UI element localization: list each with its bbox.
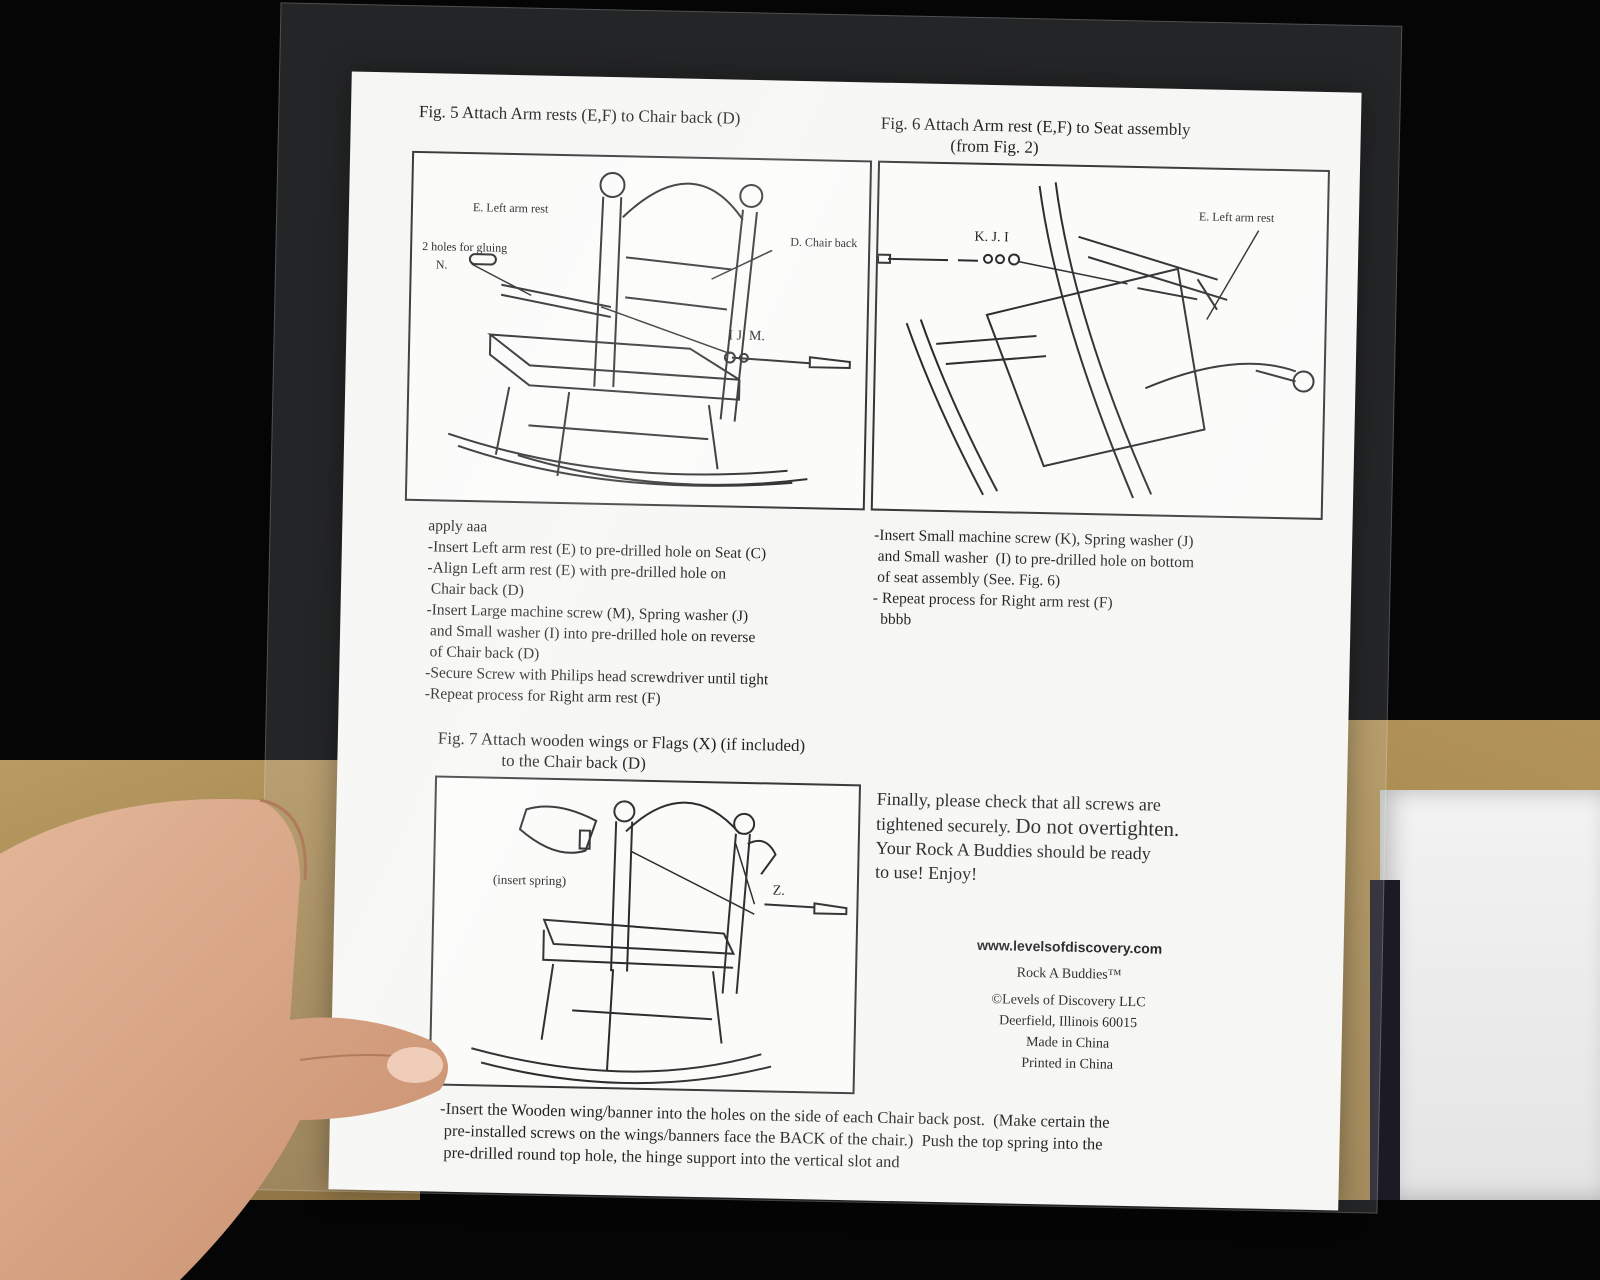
brand-name: Rock A Buddies™ <box>1016 965 1122 983</box>
packing-shadow <box>1370 880 1400 1200</box>
foam-packing <box>1380 790 1600 1200</box>
label-chair-back: D. Chair back <box>790 234 858 251</box>
label-left-arm-rest: E. Left arm rest <box>472 200 549 216</box>
final-line2a: tightened securely. <box>875 813 1016 837</box>
final-warning: Do not overtighten. <box>1015 813 1180 842</box>
hand-holding-sheet <box>0 798 448 1280</box>
label-holes-for-gluing: 2 holes for gluing <box>422 239 508 255</box>
fig6-title: Fig. 6 Attach Arm rest (E,F) to Seat ass… <box>880 113 1191 161</box>
fig7-diagram: (insert spring) Z. <box>428 775 862 1095</box>
final-note: Finally, please check that all screws ar… <box>875 787 1180 890</box>
fig6-seat-assembly-drawing <box>876 182 1315 499</box>
fig6-steps: -Insert Small machine screw (K), Spring … <box>872 525 1194 637</box>
label-left-arm-rest-fig6: E. Left arm rest <box>1198 209 1275 225</box>
label-kji: K. J. I <box>974 229 1009 246</box>
credits-block: www.levelsofdiscovery.com Rock A Buddies… <box>957 934 1180 1077</box>
label-ijm: I J. M. <box>728 328 766 345</box>
fig5-title: Fig. 5 Attach Arm rests (E,F) to Chair b… <box>418 101 741 128</box>
fig7-title: Fig. 7 Attach wooden wings or Flags (X) … <box>437 727 806 777</box>
label-insert-spring: (insert spring) <box>492 871 567 889</box>
website-link[interactable]: www.levelsofdiscovery.com <box>976 936 1163 957</box>
fig5-steps: apply aaa -Insert Left arm rest (E) to p… <box>425 515 772 711</box>
fig7-wings-drawing <box>471 800 848 1085</box>
fig7-steps: -Insert the Wooden wing/banner into the … <box>439 1098 1110 1178</box>
printed-in: Printed in China <box>1021 1055 1114 1073</box>
fig5-diagram: E. Left arm rest 2 holes for gluing N. D… <box>404 150 873 511</box>
instruction-sheet: Fig. 5 Attach Arm rests (E,F) to Chair b… <box>328 71 1362 1211</box>
fig5-rocking-chair-drawing <box>447 172 851 487</box>
fig6-diagram: K. J. I E. Left arm rest <box>870 160 1330 520</box>
label-z: Z. <box>772 883 785 899</box>
label-n: N. <box>435 257 448 272</box>
